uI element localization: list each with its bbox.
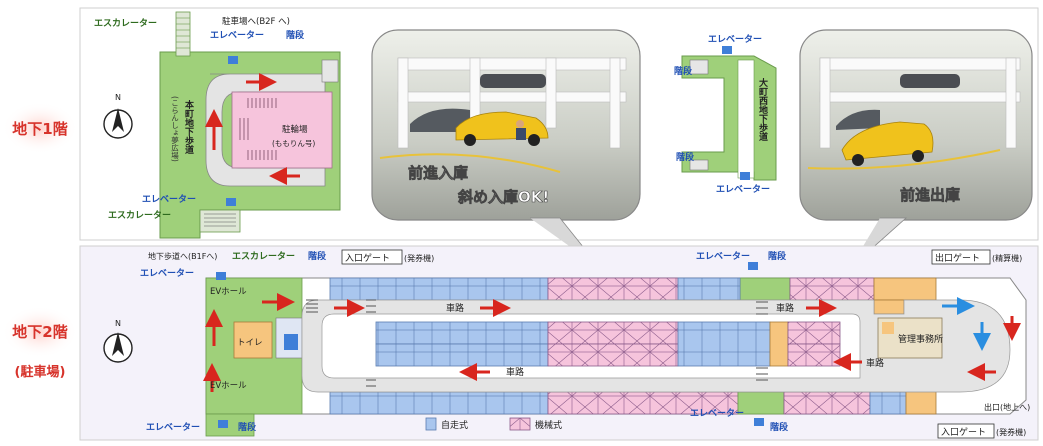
photo-forward-entry: 前進入庫 斜め入庫OK! [371,29,641,269]
label-road-1: 車路 [446,302,464,314]
label-elevator-top-b1: エレベーター [210,29,264,41]
label-elevator-bottom-b1: エレベーター [142,193,196,205]
mech-park-row-top [547,277,679,301]
label-bike-parking: 駐輪場 [282,124,308,135]
floor-label-b2: 地下2階 (駐車場) [2,306,78,380]
label-escalator-top-b1: エスカレーター [94,17,157,29]
label-elevator-b1-right-top: エレベーター [708,33,762,45]
label-stairs-b1-right-top: 階段 [674,65,693,77]
mech-park-mid-upper [547,321,679,345]
svg-text:地下2階: 地下2階 [12,323,67,341]
mech-park-row-top-right [789,277,875,301]
b2-map [203,262,1027,437]
b1-left-map: エスカレーター 駐車場へ(B2F へ) エレベーター 階段 本町地下歩道 (こら… [94,11,341,239]
svg-text:N: N [115,93,121,102]
legend: 自走式 機械式 [425,417,562,431]
label-entry-gate: 入口ゲート [345,252,390,264]
label-stairs-b2-mid-top: 階段 [768,250,787,262]
label-entry-gate-2: 入口ゲート [941,426,986,438]
self-park-row-top-left [329,277,549,301]
label-stairs-b2-bottom-left: 階段 [238,421,257,433]
svg-text:N: N [115,319,121,328]
legend-mech-label: 機械式 [535,419,562,431]
label-exit-ground: 出口(地上へ) [984,402,1030,412]
elevator-icon-b1-top [228,56,238,64]
compass-b2: N [103,319,133,363]
elevator-icon-b2-left-bottom [218,420,228,428]
elevator-icon-b2-left-top [216,272,226,280]
mech-park-mid-lower [547,343,679,367]
svg-text:地下1階: 地下1階 [12,120,67,138]
floor-label-b1: 地下1階 [2,102,78,154]
stairs-b1-right-bottom [689,159,709,171]
label-stairs-b2-top: 階段 [308,250,327,262]
toilet [233,321,273,359]
label-road-3: 車路 [506,366,524,378]
self-park-row-bottom [329,391,549,415]
label-management-office: 管理事務所 [898,333,943,345]
label-road-2: 車路 [776,302,794,314]
entry-gate-box [341,249,403,265]
caption-forward-entry: 前進入庫 [408,164,468,182]
label-underpass-sub: (こらんしょ夢広場) [170,96,179,162]
elevator-icon-b1-bottom [226,198,236,206]
label-ev-hall-bottom: EVホール [210,381,247,391]
label-stairs-top-b1: 階段 [286,29,305,41]
label-exit-gate: 出口ゲート [935,252,980,264]
caption-diagonal-entry: 斜め入庫OK! [457,188,549,206]
label-underpass-b1: 地下歩道へ(B1Fへ) [148,251,217,261]
elevator-icon-b2-mid-top [748,262,758,270]
legend-self-swatch [425,417,437,431]
label-bike-parking-sub: (ももりん号) [272,139,315,148]
photo-forward-exit: 前進出庫 [799,29,1033,269]
stairs-b1-right-top [689,59,709,75]
label-stairs-b1-right-bottom: 階段 [676,151,695,163]
label-parking-to-b2: 駐車場へ(B2F へ) [222,16,290,27]
label-elevator-b2-bottom-left: エレベーター [146,421,200,433]
label-escalator-bottom-b1: エスカレーター [108,209,171,221]
label-stairs-b2-bottom-mid: 階段 [770,421,789,433]
label-elevator-b1-right-bottom: エレベーター [716,183,770,195]
label-underpass-right: 大町西地下歩道 [757,77,768,142]
elevator-icon-b1-right-bottom [740,172,750,180]
self-park-mid-upper [375,321,549,345]
label-ev-hall-top: EVホール [210,287,247,297]
self-park-mid-lower [375,343,549,367]
escalator-bottom [199,209,241,233]
legend-mech-swatch [509,417,531,431]
label-escalator-b2: エスカレーター [232,250,295,262]
label-toilet: トイレ [237,338,263,348]
exit-gate-area [873,277,937,301]
legend-self-label: 自走式 [441,419,468,431]
label-exit-gate-sub: (精算機) [992,253,1022,263]
caption-forward-exit: 前進出庫 [900,186,960,204]
label-entry-gate-2-sub: (発券機) [996,427,1026,437]
exit-gate-box [931,249,991,265]
floor-label-b2-sub: (駐車場) [15,364,66,380]
entry-gate-box-2 [937,423,995,439]
label-elevator-b2-bottom-mid: エレベーター [690,407,744,419]
stairs-top-b1 [321,59,339,83]
label-entry-gate-sub: (発券機) [404,253,434,263]
b1-right-map: エレベーター 階段 大町西地下歩道 階段 エレベーター [674,33,777,195]
elevator-icon-b1-right-top [722,46,732,54]
label-road-4: 車路 [866,357,884,369]
label-elevator-b2-left: エレベーター [140,267,194,279]
elevator-icon-b2-mid-bottom [754,418,764,426]
escalator-top [175,11,191,57]
compass-b1: N [103,93,133,139]
label-underpass: 本町地下歩道 [183,99,194,155]
label-elevator-b2-mid-top: エレベーター [696,250,750,262]
